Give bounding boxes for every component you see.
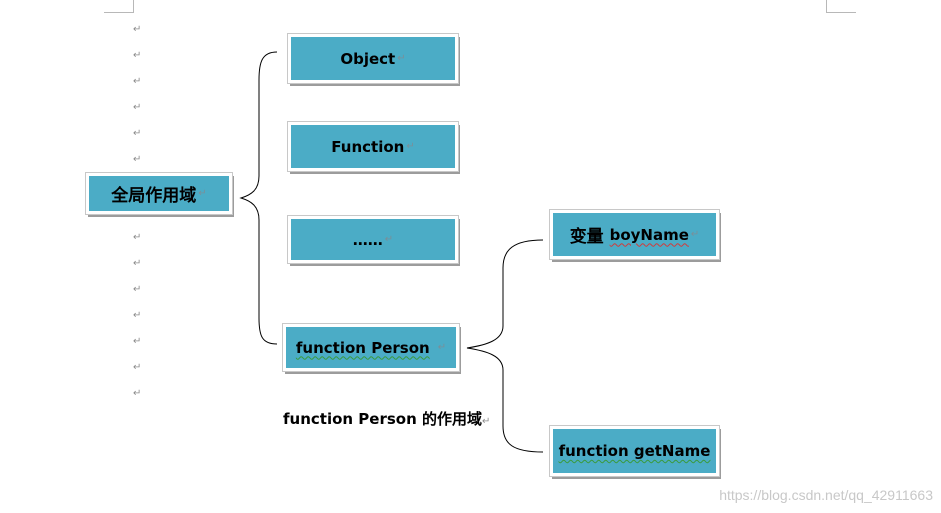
ellipsis-label: ……	[352, 230, 383, 249]
page-corner-top-left	[104, 0, 134, 13]
paragraph-mark-icon: ↵	[690, 229, 700, 240]
function-person-box: function Person ↵	[282, 323, 460, 372]
ellipsis-box: ……↵	[287, 215, 459, 264]
variable-boyname-box: 变量 boyName↵	[549, 209, 720, 260]
paragraph-mark-icon: ↵	[397, 53, 406, 64]
function-getname-label: function getName	[558, 442, 711, 460]
paragraph-mark-icon: ↵	[133, 310, 142, 321]
paragraph-mark-icon: ↵	[133, 76, 142, 87]
paragraph-mark-icon: ↵	[133, 336, 142, 347]
paragraph-mark-icon: ↵	[482, 416, 491, 427]
watermark: https://blog.csdn.net/qq_42911663	[719, 487, 933, 503]
function-getname-box: function getName	[549, 425, 720, 477]
boyname-label: boyName	[609, 225, 689, 244]
paragraph-mark-icon: ↵	[133, 362, 142, 373]
paragraph-mark-icon: ↵	[133, 284, 142, 295]
paragraph-mark-icon: ↵	[384, 234, 394, 245]
paragraph-mark-icon: ↵	[406, 141, 415, 152]
paragraph-mark-icon: ↵	[133, 154, 142, 165]
paragraph-mark-icon: ↵	[133, 24, 142, 35]
paragraph-mark-icon: ↵	[133, 102, 142, 113]
paragraph-mark-icon: ↵	[133, 128, 142, 139]
function-box: Function↵	[287, 121, 459, 172]
object-label: Object	[340, 49, 396, 68]
paragraph-mark-icon: ↵	[133, 232, 142, 243]
paragraph-mark-icon: ↵	[133, 258, 142, 269]
object-box: Object↵	[287, 33, 459, 84]
paragraph-mark-icon: ↵	[437, 342, 447, 353]
global-scope-box: 全局作用域↵	[85, 172, 233, 215]
paragraph-mark-icon: ↵	[198, 188, 207, 199]
paragraph-mark-icon: ↵	[133, 388, 142, 399]
function-person-label: function Person	[295, 338, 430, 357]
variable-prefix: 变量	[569, 227, 610, 247]
brace-global-scope	[239, 51, 278, 345]
paragraph-mark-icon: ↵	[133, 50, 142, 61]
page-corner-top-right	[826, 0, 856, 13]
global-scope-label: 全局作用域	[111, 186, 197, 206]
person-scope-caption-text: function Person 的作用域	[283, 410, 482, 428]
function-label: Function	[331, 137, 405, 156]
person-scope-caption: function Person 的作用域↵	[283, 408, 490, 429]
